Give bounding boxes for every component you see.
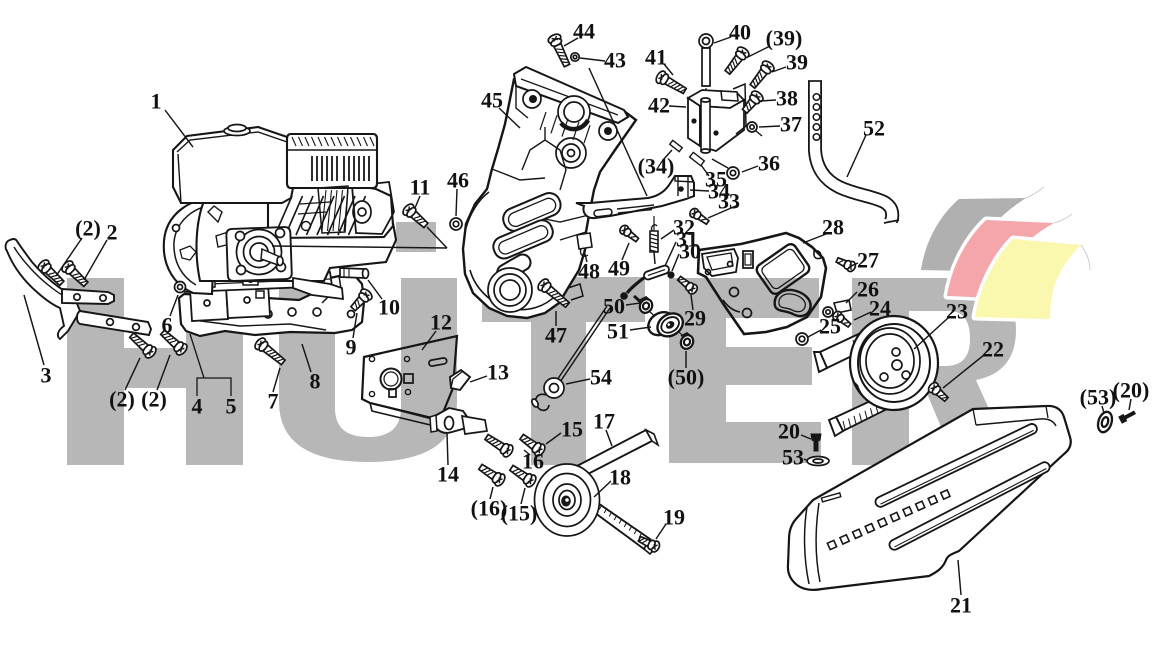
svg-text:26: 26 — [857, 276, 879, 301]
svg-text:40: 40 — [729, 19, 751, 44]
svg-text:(53): (53) — [1080, 384, 1117, 409]
svg-text:37: 37 — [780, 111, 802, 136]
svg-text:51: 51 — [607, 318, 629, 343]
svg-text:32: 32 — [673, 214, 695, 239]
svg-text:9: 9 — [346, 334, 357, 359]
svg-text:11: 11 — [410, 174, 431, 199]
svg-text:17: 17 — [593, 408, 615, 433]
svg-text:50: 50 — [603, 293, 625, 318]
svg-text:(16): (16) — [471, 495, 508, 520]
svg-text:(50): (50) — [668, 364, 705, 389]
svg-text:22: 22 — [982, 336, 1004, 361]
svg-text:(2): (2) — [109, 386, 135, 411]
svg-text:3: 3 — [41, 362, 52, 387]
svg-text:25: 25 — [819, 313, 841, 338]
svg-text:42: 42 — [648, 92, 670, 117]
svg-text:(20): (20) — [1113, 377, 1150, 402]
svg-text:34: 34 — [708, 178, 730, 203]
svg-text:12: 12 — [430, 309, 452, 334]
svg-text:43: 43 — [604, 47, 626, 72]
svg-text:53: 53 — [782, 444, 804, 469]
svg-text:2: 2 — [107, 219, 118, 244]
svg-text:13: 13 — [487, 359, 509, 384]
svg-text:28: 28 — [822, 214, 844, 239]
svg-text:8: 8 — [310, 368, 321, 393]
svg-text:49: 49 — [608, 255, 630, 280]
svg-text:(15): (15) — [501, 500, 538, 525]
svg-text:36: 36 — [758, 150, 780, 175]
svg-text:7: 7 — [268, 388, 279, 413]
svg-text:21: 21 — [950, 592, 972, 617]
svg-text:23: 23 — [946, 298, 968, 323]
svg-text:39: 39 — [786, 49, 808, 74]
svg-text:1: 1 — [151, 88, 162, 113]
svg-text:29: 29 — [684, 305, 706, 330]
svg-text:48: 48 — [578, 258, 600, 283]
svg-text:33: 33 — [718, 188, 740, 213]
svg-text:(2): (2) — [141, 386, 167, 411]
svg-text:35: 35 — [705, 166, 727, 191]
svg-text:20: 20 — [778, 418, 800, 443]
svg-text:44: 44 — [573, 18, 595, 43]
svg-text:(2): (2) — [75, 215, 101, 240]
svg-text:45: 45 — [481, 87, 503, 112]
svg-text:14: 14 — [437, 461, 459, 486]
svg-text:18: 18 — [609, 464, 631, 489]
svg-text:15: 15 — [561, 416, 583, 441]
svg-text:6: 6 — [162, 312, 173, 337]
svg-text:38: 38 — [776, 85, 798, 110]
svg-text:30: 30 — [679, 238, 701, 263]
svg-text:47: 47 — [545, 322, 567, 347]
svg-text:52: 52 — [863, 115, 885, 140]
svg-text:31: 31 — [676, 226, 698, 251]
svg-text:5: 5 — [226, 393, 237, 418]
svg-text:41: 41 — [645, 44, 667, 69]
svg-text:(34): (34) — [638, 153, 675, 178]
svg-text:10: 10 — [378, 294, 400, 319]
svg-text:24: 24 — [869, 295, 891, 320]
svg-text:4: 4 — [192, 393, 203, 418]
svg-text:46: 46 — [447, 167, 469, 192]
svg-text:19: 19 — [663, 504, 685, 529]
svg-text:(39): (39) — [766, 25, 803, 50]
svg-text:27: 27 — [857, 247, 879, 272]
svg-text:16: 16 — [522, 448, 544, 473]
svg-text:54: 54 — [590, 364, 612, 389]
